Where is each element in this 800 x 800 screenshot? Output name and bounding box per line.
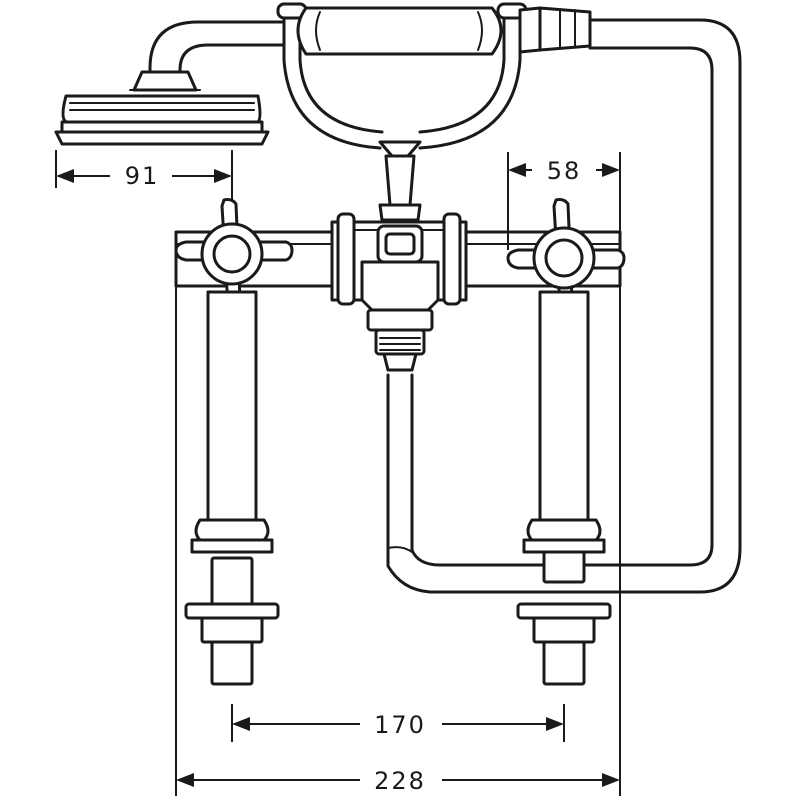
dimension-handle-offset: 58: [507, 152, 621, 250]
dimension-label-58: 58: [547, 157, 582, 185]
dimension-outer-spacing: 228: [175, 270, 621, 796]
handset-cradle: [276, 2, 592, 150]
left-valve: [174, 198, 294, 686]
dimension-label-91: 91: [125, 162, 160, 190]
dimension-inner-spacing: 170: [231, 704, 565, 742]
dimension-shower-head-width: 91: [55, 150, 233, 200]
shower-head: [54, 70, 270, 146]
shower-arm: [148, 20, 286, 80]
dimension-label-228: 228: [374, 767, 426, 795]
shower-hose: [386, 18, 742, 594]
dimension-label-170: 170: [374, 711, 426, 739]
right-valve: [506, 198, 626, 686]
